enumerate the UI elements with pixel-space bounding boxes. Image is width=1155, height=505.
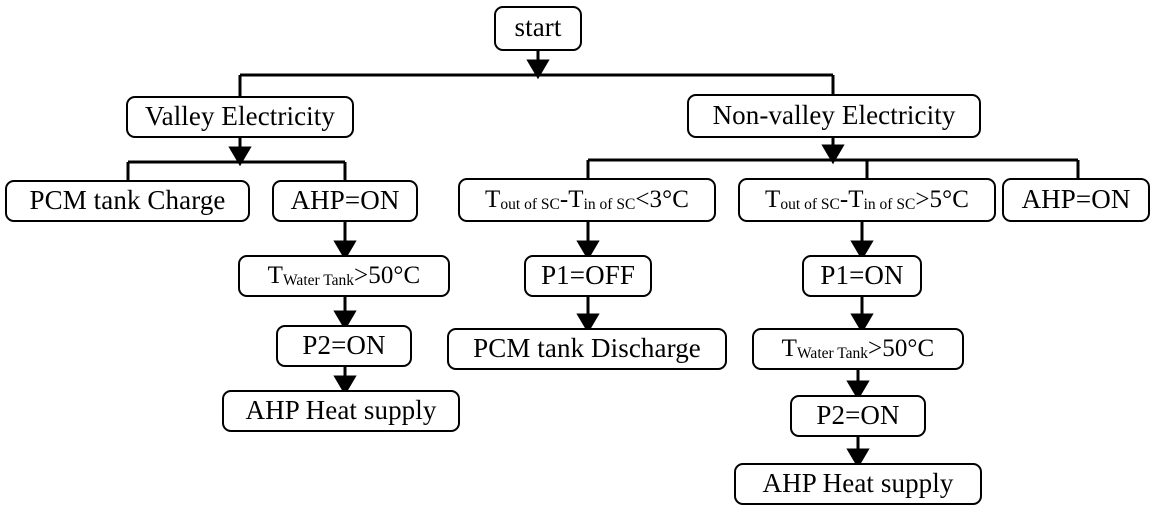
node-start[interactable]: start bbox=[494, 6, 582, 51]
node-ahp-heat-supply-left-label: AHP Heat supply bbox=[245, 394, 437, 425]
node-ahp-heat-supply-left[interactable]: AHP Heat supply bbox=[222, 390, 460, 432]
node-t-water-tank-left-label: TWater Tank>50°C bbox=[267, 261, 421, 290]
node-start-label: start bbox=[514, 12, 562, 42]
node-ahp-on-right[interactable]: AHP=ON bbox=[1002, 178, 1150, 222]
node-pcm-tank-discharge-label: PCM tank Discharge bbox=[473, 332, 701, 363]
node-p2-on-left-label: P2=ON bbox=[302, 329, 386, 360]
node-valley-electricity[interactable]: Valley Electricity bbox=[126, 96, 354, 138]
node-t-water-tank-right[interactable]: TWater Tank>50°C bbox=[752, 328, 964, 370]
node-p1-on[interactable]: P1=ON bbox=[802, 255, 922, 297]
node-non-valley-electricity-label: Non-valley Electricity bbox=[712, 99, 956, 130]
node-t-water-tank-left[interactable]: TWater Tank>50°C bbox=[238, 255, 450, 297]
node-valley-electricity-label: Valley Electricity bbox=[145, 100, 335, 131]
node-t-sc-gt-5c-label: Tout of SC-Tin of SC>5°C bbox=[765, 185, 969, 214]
node-p2-on-right[interactable]: P2=ON bbox=[790, 395, 926, 437]
node-t-sc-lt-3c-label: Tout of SC-Tin of SC<3°C bbox=[485, 185, 689, 214]
node-p1-off[interactable]: P1=OFF bbox=[524, 255, 652, 297]
node-t-sc-gt-5c[interactable]: Tout of SC-Tin of SC>5°C bbox=[738, 178, 996, 222]
node-ahp-on-left[interactable]: AHP=ON bbox=[272, 180, 418, 222]
node-t-sc-lt-3c[interactable]: Tout of SC-Tin of SC<3°C bbox=[458, 178, 716, 222]
node-pcm-tank-charge[interactable]: PCM tank Charge bbox=[5, 180, 250, 222]
node-non-valley-electricity[interactable]: Non-valley Electricity bbox=[687, 94, 981, 138]
node-p2-on-left[interactable]: P2=ON bbox=[276, 325, 412, 367]
node-pcm-tank-charge-label: PCM tank Charge bbox=[29, 184, 226, 215]
node-ahp-on-right-label: AHP=ON bbox=[1021, 183, 1131, 214]
node-ahp-on-left-label: AHP=ON bbox=[290, 184, 400, 215]
node-ahp-heat-supply-right-label: AHP Heat supply bbox=[762, 467, 954, 498]
node-p1-off-label: P1=OFF bbox=[541, 259, 635, 290]
node-t-water-tank-right-label: TWater Tank>50°C bbox=[781, 334, 935, 363]
node-ahp-heat-supply-right[interactable]: AHP Heat supply bbox=[734, 463, 982, 505]
node-p2-on-right-label: P2=ON bbox=[816, 399, 900, 430]
node-pcm-tank-discharge[interactable]: PCM tank Discharge bbox=[447, 328, 727, 370]
node-p1-on-label: P1=ON bbox=[820, 259, 904, 290]
